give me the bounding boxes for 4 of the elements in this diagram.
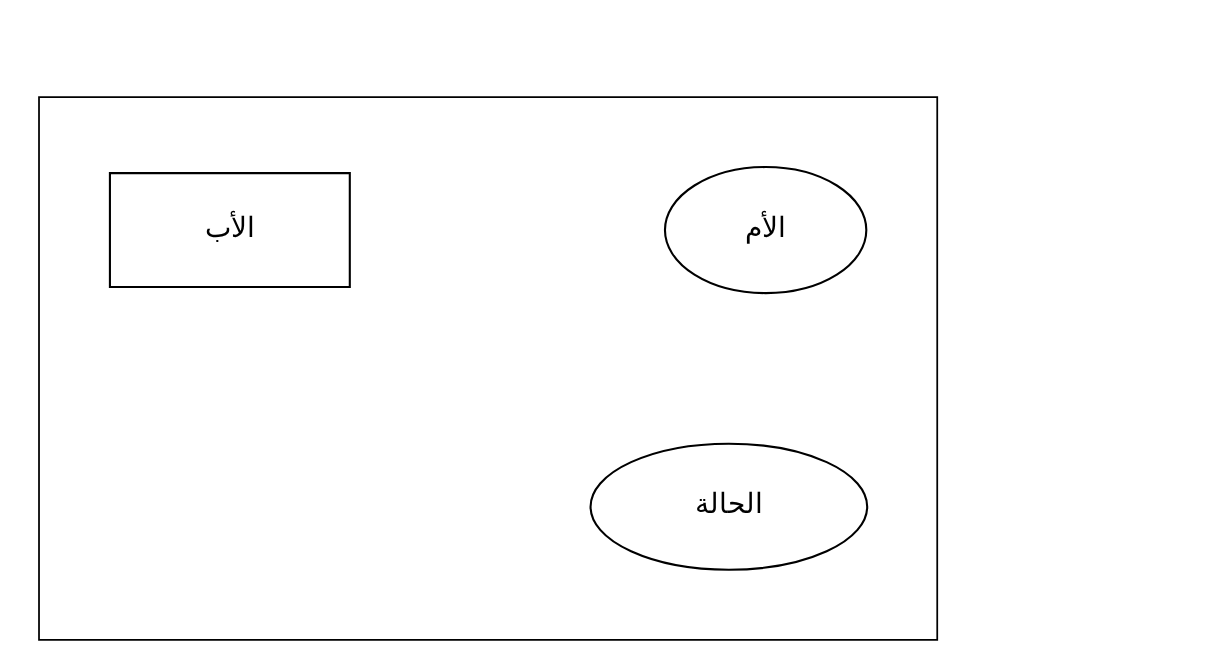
node-ellipse: الأم bbox=[663, 166, 868, 295]
node-box: الأب bbox=[108, 172, 351, 289]
node-ellipse: الحالة bbox=[589, 442, 869, 571]
cluster bbox=[38, 96, 939, 641]
